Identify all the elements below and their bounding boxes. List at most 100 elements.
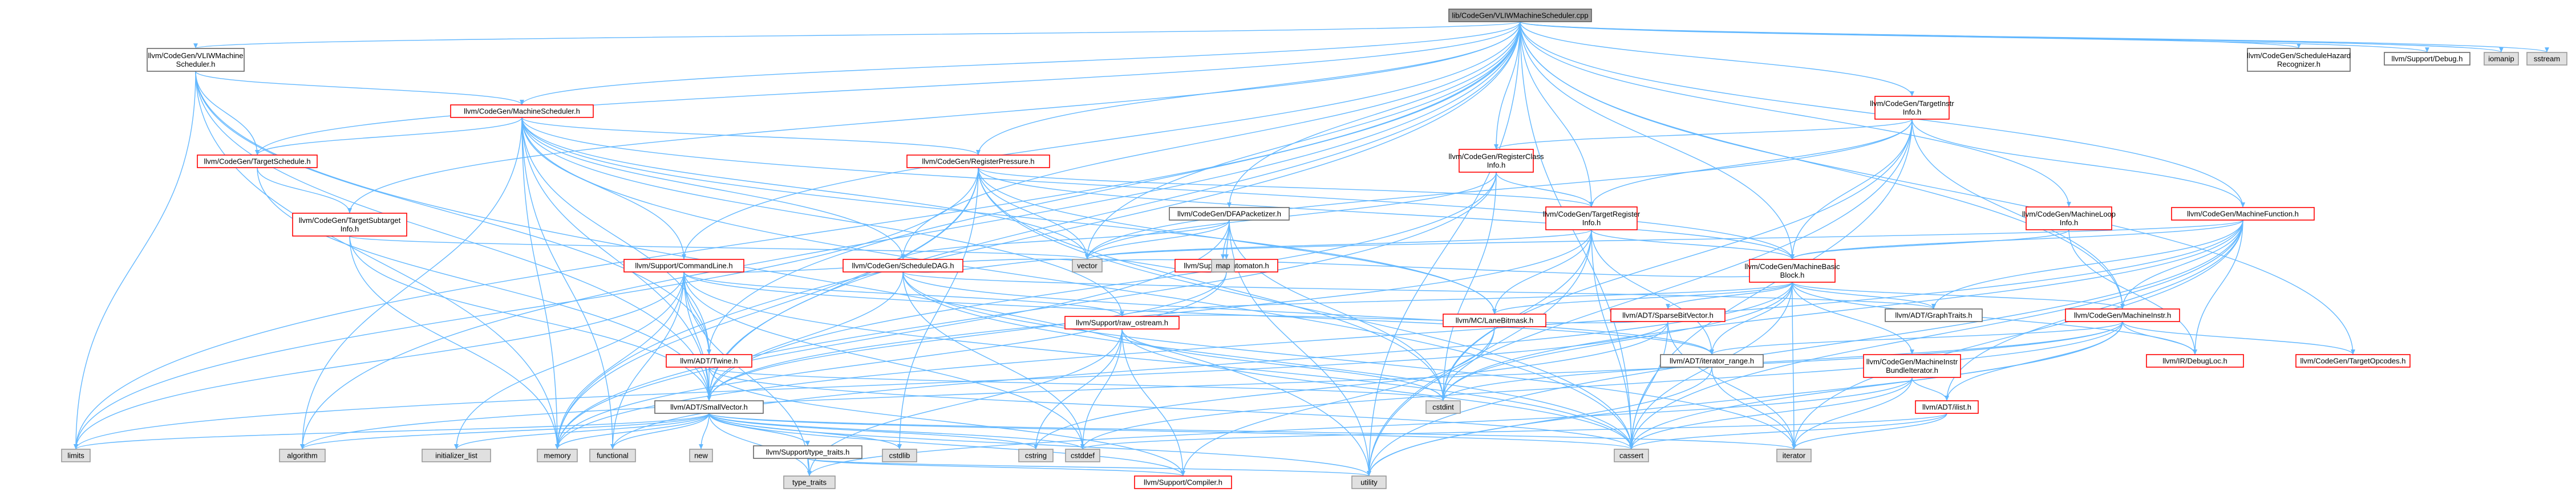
- edge-root-to-vector: [1085, 21, 1521, 260]
- edge-root-to-schedDAG: [901, 21, 1521, 260]
- edge-rawostream-to-cassert: [1121, 328, 1634, 450]
- node-itrange[interactable]: llvm/ADT/iterator_range.h: [1660, 354, 1764, 368]
- edge-treginfo-to-smallvec: [707, 229, 1592, 401]
- node-box: [1545, 206, 1638, 230]
- edge-dfapack-to-cstdint: [1229, 219, 1445, 401]
- edge-smallvec-to-new: [699, 413, 710, 450]
- node-cmdline[interactable]: llvm/Support/CommandLine.h: [623, 259, 744, 273]
- edge-cmdline-to-rawostream: [683, 271, 1124, 317]
- node-new: new: [689, 449, 713, 462]
- node-dfapack[interactable]: llvm/CodeGen/DFAPacketizer.h: [1169, 207, 1290, 221]
- edge-smallvec-to-algorithm: [300, 413, 710, 450]
- edge-tii-to-utility: [1367, 119, 1913, 477]
- node-label: utility: [1360, 478, 1378, 487]
- node-label: llvm/CodeGen/MachineInstr.h: [2074, 311, 2172, 320]
- node-label: lib/CodeGen/VLIWMachineScheduler.cpp: [1452, 11, 1588, 20]
- edge-machsched-to-smallvec: [521, 117, 711, 401]
- node-root[interactable]: lib/CodeGen/VLIWMachineScheduler.cpp: [1448, 9, 1592, 22]
- node-compiler[interactable]: llvm/Support/Compiler.h: [1134, 475, 1232, 489]
- node-twine[interactable]: llvm/ADT/Twine.h: [666, 354, 752, 368]
- edge-regclass-to-cstdint: [1441, 172, 1497, 401]
- node-vliwh[interactable]: llvm/CodeGen/VLIWMachineScheduler.h: [147, 48, 245, 72]
- node-box: [689, 449, 713, 462]
- node-cstring: cstring: [1018, 449, 1054, 462]
- node-label: llvm/ADT/Twine.h: [680, 357, 738, 365]
- node-label: llvm/CodeGen/MachineBasic: [1745, 262, 1840, 271]
- edge-regpressure-to-vector: [978, 167, 1089, 260]
- node-minstr[interactable]: llvm/CodeGen/MachineInstr.h: [2065, 308, 2180, 322]
- node-rawostream[interactable]: llvm/Support/raw_ostream.h: [1064, 316, 1180, 330]
- node-vector: vector: [1072, 259, 1103, 273]
- node-sparsebv[interactable]: llvm/ADT/SparseBitVector.h: [1610, 308, 1726, 322]
- node-box: [1660, 354, 1764, 368]
- edge-cmdline-to-cstddef: [683, 271, 1085, 450]
- node-label: Info.h: [341, 225, 359, 233]
- node-ilist[interactable]: llvm/ADT/ilist.h: [1915, 400, 1979, 414]
- node-mfunc[interactable]: llvm/CodeGen/MachineFunction.h: [2171, 207, 2315, 221]
- node-label: llvm/Support/type_traits.h: [766, 448, 850, 457]
- node-label: llvm/CodeGen/VLIWMachine: [148, 51, 244, 60]
- edge-targetsched-to-smallvec: [257, 167, 711, 401]
- node-box: [843, 259, 963, 273]
- node-typetraits[interactable]: llvm/Support/type_traits.h: [753, 445, 862, 459]
- node-label: llvm/CodeGen/TargetRegister: [1543, 210, 1641, 218]
- node-debugloc[interactable]: llvm/IR/DebugLoc.h: [2146, 354, 2244, 368]
- node-box: [654, 400, 764, 414]
- node-label: llvm/CodeGen/ScheduleDAG.h: [852, 262, 954, 270]
- node-box: [61, 449, 91, 462]
- edge-mfunc-to-cstdint: [1441, 219, 2243, 401]
- edge-root-to-mbb: [1520, 21, 1795, 260]
- node-lanemask[interactable]: llvm/MC/LaneBitmask.h: [1443, 314, 1546, 327]
- edge-typetraits-to-compiler: [807, 458, 1185, 477]
- node-label: Info.h: [1582, 218, 1601, 227]
- edge-treginfo-to-mbb: [1591, 229, 1795, 260]
- node-label: memory: [544, 452, 571, 460]
- node-label: cstdint: [1432, 403, 1454, 412]
- edge-root-to-limits: [74, 21, 1521, 450]
- node-debug[interactable]: llvm/Support/Debug.h: [2384, 52, 2470, 66]
- edge-typetraits-to-type_traits: [807, 458, 812, 477]
- node-label: llvm/ADT/SmallVector.h: [670, 403, 748, 412]
- edge-rawostream-to-cstddef: [1080, 328, 1123, 450]
- edge-bundleit-to-type_traits: [807, 377, 1913, 477]
- node-schedDAG[interactable]: llvm/CodeGen/ScheduleDAG.h: [843, 259, 963, 273]
- node-label: llvm/CodeGen/MachineScheduler.h: [464, 107, 580, 116]
- node-box: [589, 449, 636, 462]
- node-functional: functional: [589, 449, 636, 462]
- edge-schedDAG-to-cassert: [902, 271, 1634, 450]
- node-box: [1065, 449, 1100, 462]
- edge-mfunc-to-graphtraits: [1931, 219, 2243, 310]
- edge-targetsched-to-tsubtarget: [257, 167, 352, 214]
- edge-regpressure-to-lanemask: [978, 167, 1497, 315]
- node-box: [906, 154, 1050, 168]
- node-box: [1211, 259, 1235, 273]
- node-box: [666, 354, 752, 368]
- edge-mbb-to-iterator: [1792, 282, 1796, 450]
- node-graphtraits[interactable]: llvm/ADT/GraphTraits.h: [1885, 308, 1983, 322]
- node-label: llvm/CodeGen/RegisterPressure.h: [922, 157, 1034, 166]
- edge-root-to-debug: [1520, 21, 2429, 53]
- node-smallvec[interactable]: llvm/ADT/SmallVector.h: [654, 400, 764, 414]
- node-label: llvm/Support/Compiler.h: [1144, 478, 1222, 487]
- node-box: [197, 154, 318, 168]
- edge-regclass-to-memory: [555, 172, 1497, 450]
- edge-twine-to-cassert: [708, 367, 1634, 450]
- node-topcodes[interactable]: llvm/CodeGen/TargetOpcodes.h: [2295, 354, 2411, 368]
- edge-cmdline-to-type_traits: [683, 271, 812, 477]
- node-bundleit[interactable]: llvm/CodeGen/MachineInstrBundleIterator.…: [1863, 354, 1961, 378]
- node-machsched[interactable]: llvm/CodeGen/MachineScheduler.h: [450, 104, 594, 118]
- edge-smallvec-to-compiler: [708, 413, 1185, 477]
- node-box: [1351, 475, 1387, 489]
- node-targetsched[interactable]: llvm/CodeGen/TargetSchedule.h: [197, 154, 318, 168]
- node-regpressure[interactable]: llvm/CodeGen/RegisterPressure.h: [906, 154, 1050, 168]
- node-box: [1072, 259, 1103, 273]
- node-cstdlib: cstdlib: [882, 449, 917, 462]
- node-label: llvm/CodeGen/DFAPacketizer.h: [1177, 210, 1281, 218]
